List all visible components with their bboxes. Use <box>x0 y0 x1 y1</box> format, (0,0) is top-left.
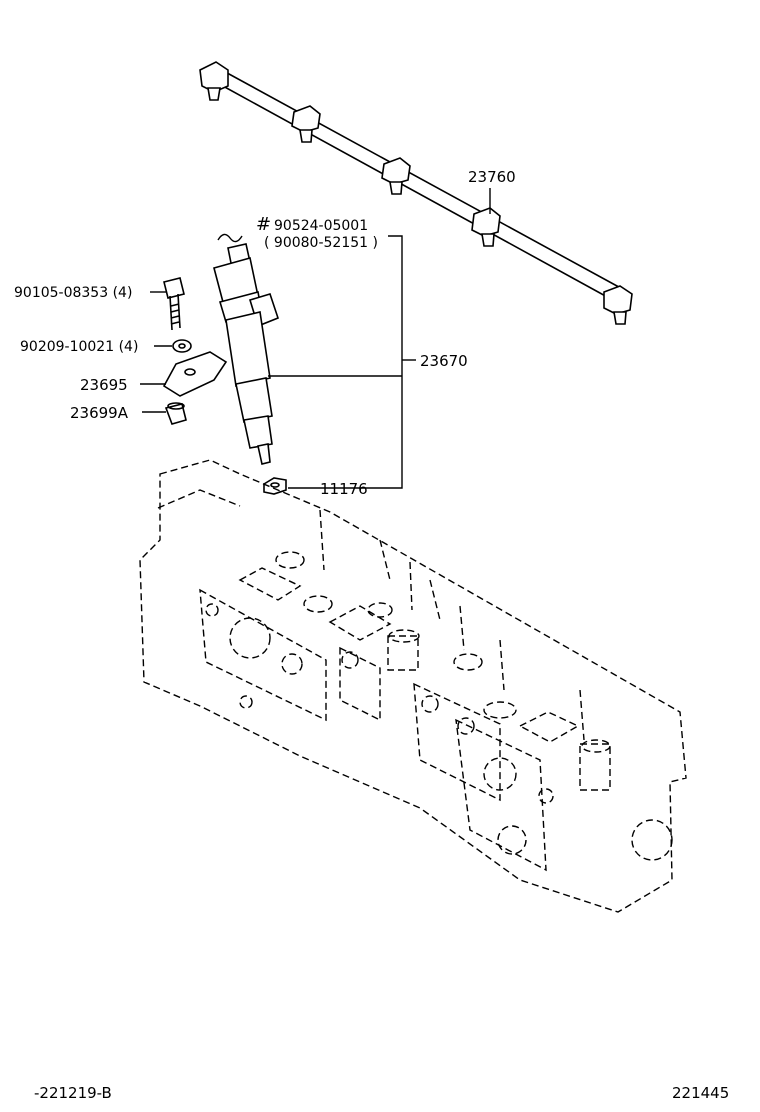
label-gasket: 11176 <box>320 480 368 498</box>
label-clamp: 23695 <box>80 376 128 394</box>
collar <box>164 402 187 425</box>
footer-left-code: -221219-B <box>34 1084 112 1102</box>
bolt <box>163 277 185 331</box>
cylinder-head <box>139 459 687 913</box>
label-washer-alt: ( 90080-52151 ) <box>264 235 378 251</box>
small-washer <box>172 339 192 353</box>
leader-lines <box>140 235 416 489</box>
label-bolt: 90105-08353 (4) <box>14 285 132 301</box>
label-washer-part: 90524-05001 <box>274 218 368 234</box>
injector <box>213 233 279 465</box>
fuel-rail <box>199 61 633 325</box>
gasket <box>263 477 287 495</box>
label-injector: 23670 <box>420 352 468 370</box>
label-washer-hash: # <box>256 214 271 235</box>
clamp <box>162 351 228 397</box>
label-small-washer: 90209-10021 (4) <box>20 339 138 355</box>
footer-right-code: 221445 <box>672 1084 729 1102</box>
label-rail: 23760 <box>468 168 516 186</box>
label-collar: 23699A <box>70 404 129 422</box>
